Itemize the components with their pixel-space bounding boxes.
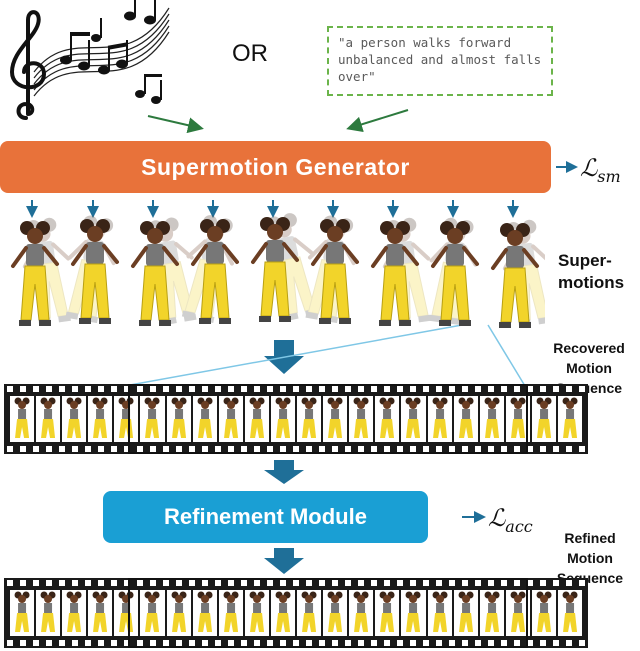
film-frame [167,396,193,442]
film-frame [506,590,532,636]
film-frame [323,590,350,636]
film-frame [62,590,89,636]
film-frame [219,396,245,442]
loss-acc-label: ℒacc [488,504,533,536]
film-frame [140,396,167,442]
film-frame [271,590,298,636]
film-frame [10,590,37,636]
film-frame [62,396,89,442]
film-frame [297,396,324,442]
film-frame [36,590,63,636]
recovered-frames [10,396,582,442]
film-frame [271,396,298,442]
refined-frames [10,590,582,636]
film-frame [219,590,245,636]
supermotion-generator-block: Supermotion Generator [0,141,551,193]
film-frame [193,396,219,442]
film-frame [558,590,582,636]
film-frame [323,396,350,442]
film-frame [454,590,480,636]
film-frame [454,396,480,442]
supermotions-label: Super- motions [558,251,625,292]
recovered-highlight [128,384,528,454]
film-frame [88,396,115,442]
film-frame [558,396,582,442]
film-frame [401,396,428,442]
film-frame [480,396,506,442]
music-notes-icon [9,0,170,120]
film-frame [349,590,376,636]
film-frame [428,396,454,442]
film-frame [297,590,324,636]
film-frame [88,590,115,636]
film-frame [532,590,558,636]
film-frame [375,590,402,636]
film-frame [10,396,37,442]
film-frame [245,590,271,636]
refined-highlight [128,578,528,648]
film-frame [375,396,402,442]
film-frame [401,590,428,636]
film-frame [167,590,193,636]
recovered-motion-label: Recovered Motion Sequence [553,340,625,396]
film-frame [193,590,219,636]
film-frame [245,396,271,442]
text-prompt-box: "a person walks forward unbalanced and a… [327,26,553,96]
loss-sm-label: ℒsm [580,154,621,186]
film-frame [428,590,454,636]
film-frame [349,396,376,442]
supermotion-figures [11,212,545,331]
film-frame [532,396,558,442]
or-label: OR [232,40,268,67]
film-frame [140,590,167,636]
film-frame [506,396,532,442]
film-frame [36,396,63,442]
refinement-module-block: Refinement Module [103,491,428,543]
film-frame [480,590,506,636]
